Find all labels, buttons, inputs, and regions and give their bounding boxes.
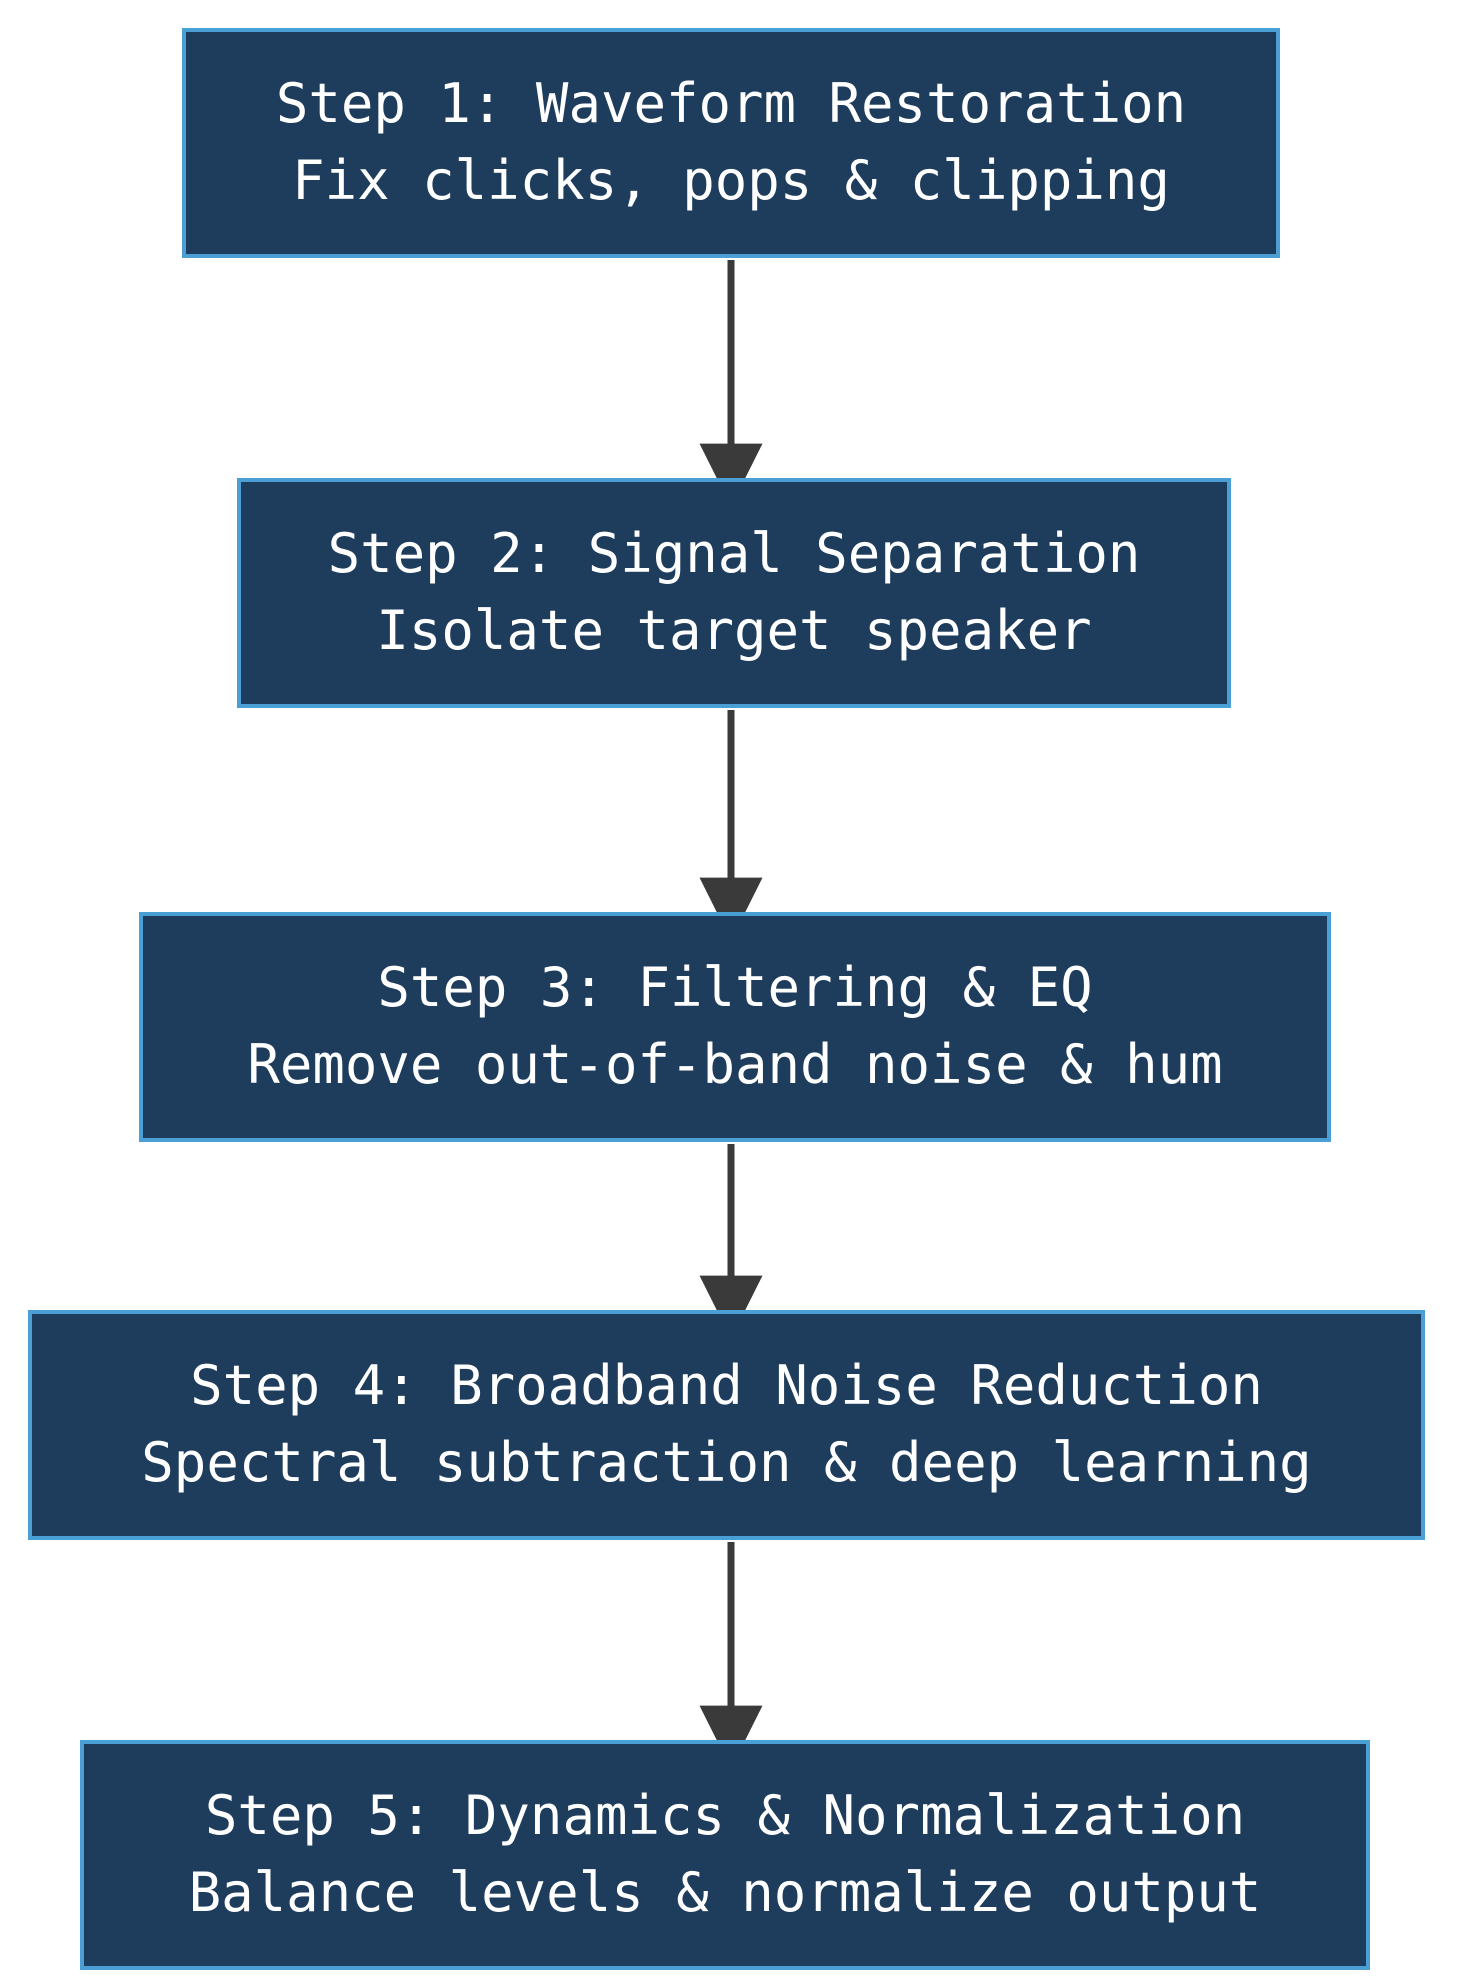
flowchart-node-step-2[interactable]: Step 2: Signal Separation Isolate target…: [237, 478, 1231, 708]
node-step-5-title: Step 5: Dynamics & Normalization: [204, 1784, 1246, 1848]
node-step-1-subtitle: Fix clicks, pops & clipping: [292, 149, 1170, 212]
node-step-2-subtitle: Isolate target speaker: [376, 599, 1092, 662]
node-step-2-title: Step 2: Signal Separation: [327, 522, 1141, 586]
node-step-3-subtitle: Remove out-of-band noise & hum: [247, 1033, 1223, 1096]
flowchart-node-step-4[interactable]: Step 4: Broadband Noise Reduction Spectr…: [28, 1310, 1425, 1540]
node-step-4-subtitle: Spectral subtraction & deep learning: [141, 1431, 1312, 1494]
node-step-5-subtitle: Balance levels & normalize output: [188, 1861, 1262, 1924]
flowchart-node-step-5[interactable]: Step 5: Dynamics & Normalization Balance…: [80, 1740, 1370, 1970]
flowchart-node-step-3[interactable]: Step 3: Filtering & EQ Remove out-of-ban…: [139, 912, 1331, 1142]
flowchart-node-step-1[interactable]: Step 1: Waveform Restoration Fix clicks,…: [182, 28, 1280, 258]
node-step-1-title: Step 1: Waveform Restoration: [275, 72, 1187, 136]
node-step-4-title: Step 4: Broadband Noise Reduction: [190, 1354, 1263, 1418]
node-step-3-title: Step 3: Filtering & EQ: [377, 956, 1093, 1020]
